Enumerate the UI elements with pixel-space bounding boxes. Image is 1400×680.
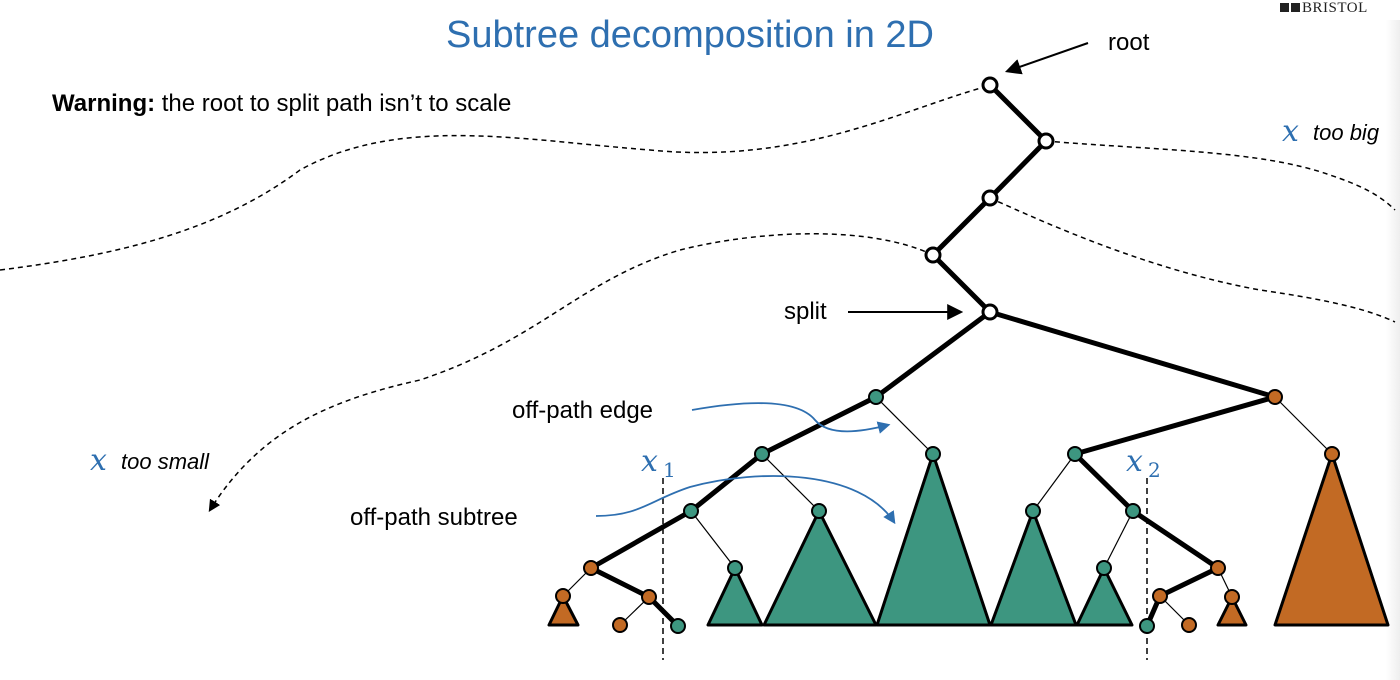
x1-subscript: 1 [663,458,676,482]
path-node [981,189,999,207]
page-title: Subtree decomposition in 2D [446,14,934,56]
teal-nodes [670,389,1155,634]
teal-subtrees [706,452,1134,627]
x2-subscript: 2 [1148,458,1161,482]
orange-subtrees [547,452,1390,627]
x-too-big-var: x [1282,114,1299,149]
orange-nodes [555,389,1340,633]
off-path-edge-label: off-path edge [512,397,653,424]
boundary-curve-lower-left [208,233,934,513]
root-label: root [1108,29,1150,56]
x1-var: x [641,444,658,479]
subtree-teal-5 [1075,566,1134,627]
university-logo: BRISTOL [1280,0,1368,17]
boundary-curve-upper-left [0,85,989,271]
too-small-label: too small [121,449,210,474]
path-node [1037,132,1055,150]
off-path-subtree-label: off-path subtree [350,504,518,531]
subtree-orange-left [547,594,580,627]
off-path-edge-arrow [691,402,891,434]
x-too-small-var: x [90,443,107,478]
warning-label: Warning: [52,90,156,117]
boundary-curve-lower-right [989,197,1396,323]
root-node [981,76,999,94]
off-path-subtree-arrow [595,475,896,525]
subtree-teal-2 [762,509,878,627]
path-node [924,246,942,264]
subtree-teal-1 [706,566,764,627]
subtree-orange-mid [1216,595,1248,627]
logo-text: BRISTOL [1302,0,1368,16]
subtree-teal-4 [989,509,1078,627]
boundary-curve-upper-right [1045,140,1396,211]
subtree-teal-3 [875,452,992,627]
x2-var: x [1126,444,1143,479]
too-big-label: too big [1313,120,1380,145]
split-node [981,303,999,321]
root-arrow [1004,42,1089,75]
warning-text: the root to split path isn’t to scale [155,90,512,117]
dashed-boundaries [0,85,1396,513]
window-edge [1386,20,1400,680]
path-nodes [924,76,1055,321]
warning-note: Warning: the root to split path isn’t to… [52,90,511,118]
subtree-orange-big [1273,452,1390,627]
split-label: split [784,298,827,325]
